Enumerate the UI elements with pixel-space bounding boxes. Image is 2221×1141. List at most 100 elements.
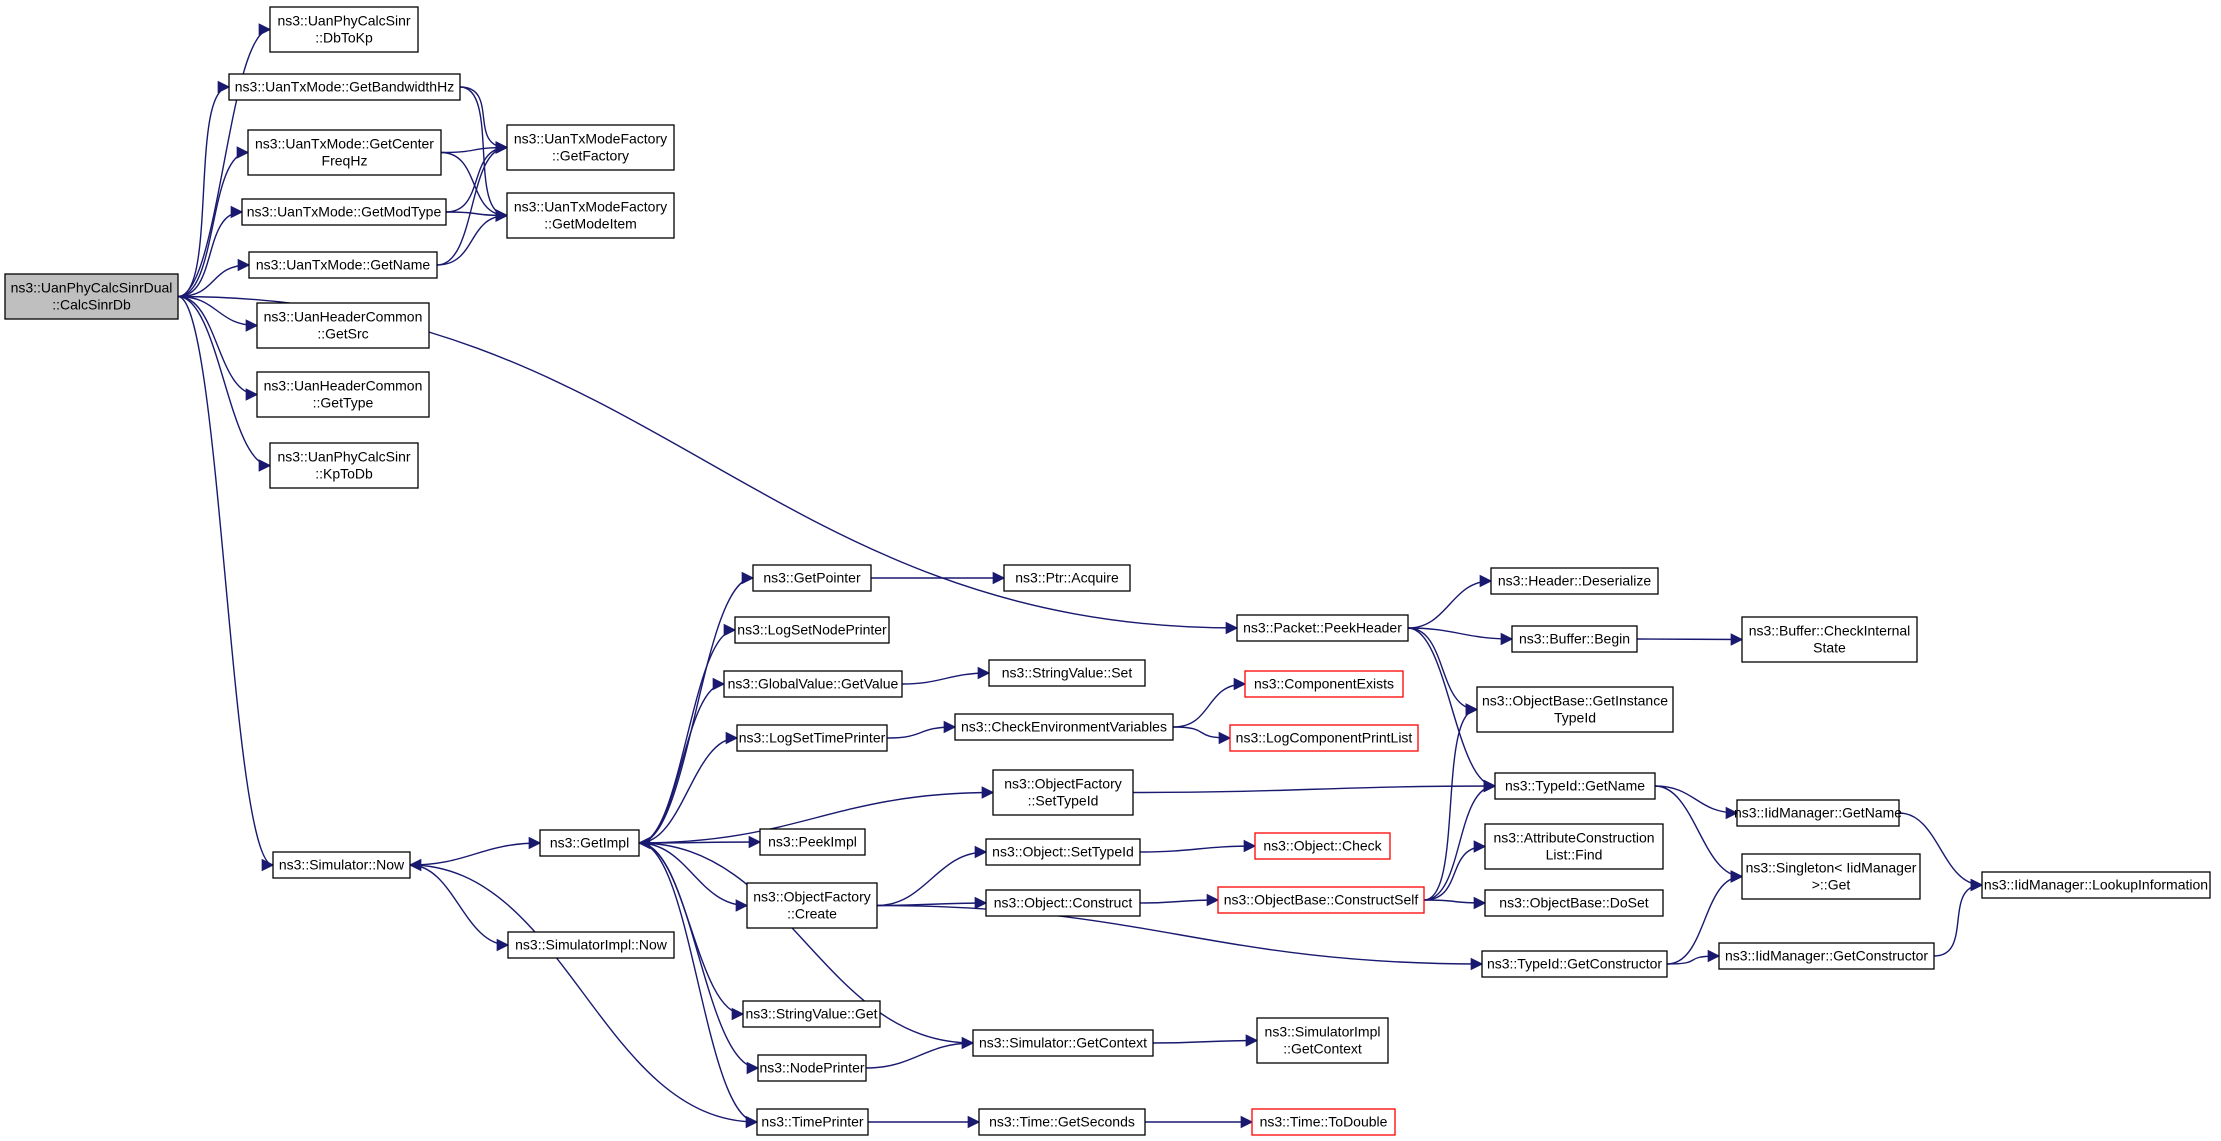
node-label: ns3::LogSetTimePrinter [739, 730, 886, 746]
edge-simnow-to-getimpl [409, 836, 542, 866]
node-timetodouble[interactable]: ns3::Time::ToDouble [1251, 1108, 1396, 1136]
node-label: ns3::SimulatorImpl::Now [515, 937, 668, 953]
node-box [1003, 564, 1131, 592]
edge-getimpl-to-globalvalueget [638, 677, 726, 844]
node-timeprinter[interactable]: ns3::TimePrinter [756, 1108, 869, 1136]
node-typeidgetconstructor[interactable]: ns3::TypeId::GetConstructor [1481, 950, 1668, 978]
node-label: ns3::TimePrinter [761, 1114, 864, 1130]
node-label: ns3::Simulator::Now [279, 857, 405, 873]
node-objcheck[interactable]: ns3::Object::Check [1254, 832, 1391, 860]
edge-getname_txmode-to-getfactory [436, 141, 509, 266]
node-kptodb[interactable]: ns3::UanPhyCalcSinr::KpToDb [269, 442, 419, 489]
node-box [978, 1108, 1146, 1136]
node-iidgetname[interactable]: ns3::IidManager::GetName [1734, 799, 1902, 827]
node-label: State [1813, 640, 1846, 656]
node-nodeprinter[interactable]: ns3::NodePrinter [757, 1054, 867, 1082]
node-label: ns3::Header::Deserialize [1498, 573, 1652, 589]
node-objbasedoset[interactable]: ns3::ObjectBase::DoSet [1484, 889, 1664, 917]
edge-calcsinrdb-to-kptodb [177, 295, 272, 472]
node-peekheader[interactable]: ns3::Packet::PeekHeader [1236, 614, 1409, 642]
node-label: ns3::StringValue::Set [1002, 665, 1133, 681]
node-objfactsettypeid[interactable]: ns3::ObjectFactory::SetTypeId [992, 769, 1134, 816]
node-box [1476, 686, 1674, 733]
node-label: ns3::UanHeaderCommon [264, 309, 423, 325]
node-box [248, 251, 438, 279]
node-stringvalueset[interactable]: ns3::StringValue::Set [988, 659, 1146, 687]
node-singletonget[interactable]: ns3::Singleton< IidManager >::Get [1741, 853, 1921, 900]
node-label: ns3::PeekImpl [768, 834, 857, 850]
node-label: ns3::CheckEnvironmentVariables [961, 719, 1167, 735]
node-getimpl[interactable]: ns3::GetImpl [539, 829, 640, 857]
node-globalvalueget[interactable]: ns3::GlobalValue::GetValue [723, 670, 903, 698]
edge-calcsinrdb-to-simnow [177, 295, 275, 872]
node-simimplgetcontext[interactable]: ns3::SimulatorImpl::GetContext [1256, 1017, 1389, 1064]
node-getbandwidthhz[interactable]: ns3::UanTxMode::GetBandwidthHz [228, 73, 461, 101]
edge-getimpl-to-objfactsettypeid [638, 786, 995, 844]
node-simnow[interactable]: ns3::Simulator::Now [272, 851, 411, 879]
node-label: ns3::TypeId::GetConstructor [1487, 956, 1662, 972]
node-label: ns3::Simulator::GetContext [979, 1035, 1147, 1051]
node-getmodeitem[interactable]: ns3::UanTxModeFactory::GetModeItem [506, 192, 675, 239]
node-timegetseconds[interactable]: ns3::Time::GetSeconds [978, 1108, 1146, 1136]
node-label: ns3::ObjectBase::GetInstance [1482, 693, 1668, 709]
node-box [506, 192, 675, 239]
edge-simgetcontext-to-getimpl [637, 836, 974, 1044]
node-label: ns3::UanPhyCalcSinrDual [11, 280, 173, 296]
node-checkenv[interactable]: ns3::CheckEnvironmentVariables [954, 713, 1174, 741]
node-bufferbegin[interactable]: ns3::Buffer::Begin [1511, 625, 1638, 653]
edge-bufferbegin-to-buffercheckinternal [1636, 633, 1744, 646]
node-box [985, 889, 1141, 917]
node-box [1490, 567, 1659, 595]
edge-typeidgetconstructor-to-singletonget [1666, 870, 1744, 965]
node-iidgetconstructor[interactable]: ns3::IidManager::GetConstructor [1718, 942, 1935, 970]
node-componentexists[interactable]: ns3::ComponentExists [1244, 670, 1404, 698]
node-logcompprintlist[interactable]: ns3::LogComponentPrintList [1229, 724, 1419, 752]
node-label: ns3::Packet::PeekHeader [1243, 620, 1402, 636]
node-logsettimeprinter[interactable]: ns3::LogSetTimePrinter [736, 724, 888, 752]
edge-iidgetname-to-iidlookup [1898, 812, 1984, 892]
node-getsrc[interactable]: ns3::UanHeaderCommon::GetSrc [256, 302, 430, 349]
node-headerdeserialize[interactable]: ns3::Header::Deserialize [1490, 567, 1659, 595]
node-box [1736, 799, 1900, 827]
node-box [269, 442, 419, 489]
node-gettype[interactable]: ns3::UanHeaderCommon::GetType [256, 371, 430, 418]
node-objconstruct[interactable]: ns3::Object::Construct [985, 889, 1141, 917]
edge-calcsinrdb-to-getname_txmode [177, 258, 251, 298]
node-label: ::GetFactory [552, 148, 629, 164]
node-logsetnodeprinter[interactable]: ns3::LogSetNodePrinter [734, 616, 890, 644]
node-getpointer[interactable]: ns3::GetPointer [752, 564, 872, 592]
edge-getimpl-to-logsettimeprinter [638, 731, 739, 844]
node-box [1484, 823, 1664, 870]
node-box [1254, 832, 1391, 860]
node-label: ns3::Buffer::Begin [1519, 631, 1630, 647]
node-label: >::Get [1812, 877, 1851, 893]
node-stringvalueget[interactable]: ns3::StringValue::Get [742, 1000, 881, 1028]
node-getmodtype[interactable]: ns3::UanTxMode::GetModType [241, 198, 447, 226]
node-label: ::GetSrc [317, 326, 368, 342]
node-box [1741, 616, 1918, 663]
node-getname_txmode[interactable]: ns3::UanTxMode::GetName [248, 251, 438, 279]
node-typeidgetname[interactable]: ns3::TypeId::GetName [1494, 772, 1656, 800]
node-calcsinrdb[interactable]: ns3::UanPhyCalcSinrDual::CalcSinrDb [4, 273, 179, 320]
node-label: ns3::UanPhyCalcSinr [277, 13, 410, 29]
node-label: ns3::LogComponentPrintList [1236, 730, 1413, 746]
node-objfactcreate[interactable]: ns3::ObjectFactory::Create [746, 882, 878, 929]
node-ptracquire[interactable]: ns3::Ptr::Acquire [1003, 564, 1131, 592]
node-getfactory[interactable]: ns3::UanTxModeFactory::GetFactory [506, 124, 675, 171]
node-label: ns3::Buffer::CheckInternal [1749, 623, 1911, 639]
node-iidlookup[interactable]: ns3::IidManager::LookupInformation [1981, 871, 2211, 899]
node-objsettypeid[interactable]: ns3::Object::SetTypeId [985, 838, 1141, 866]
node-peekimpl[interactable]: ns3::PeekImpl [759, 828, 866, 856]
node-constructself[interactable]: ns3::ObjectBase::ConstructSelf [1217, 886, 1425, 914]
edge-constructself-to-getinstancetypeid [1423, 703, 1479, 901]
node-simimplnow[interactable]: ns3::SimulatorImpl::Now [507, 931, 675, 959]
node-dbtokp[interactable]: ns3::UanPhyCalcSinr::DbToKp [269, 6, 419, 53]
edge-simgetcontext-to-simimplgetcontext [1152, 1034, 1259, 1047]
edges-layer [177, 23, 1984, 1129]
node-simgetcontext[interactable]: ns3::Simulator::GetContext [972, 1029, 1154, 1057]
edge-simnow-to-simimplnow [409, 864, 510, 952]
